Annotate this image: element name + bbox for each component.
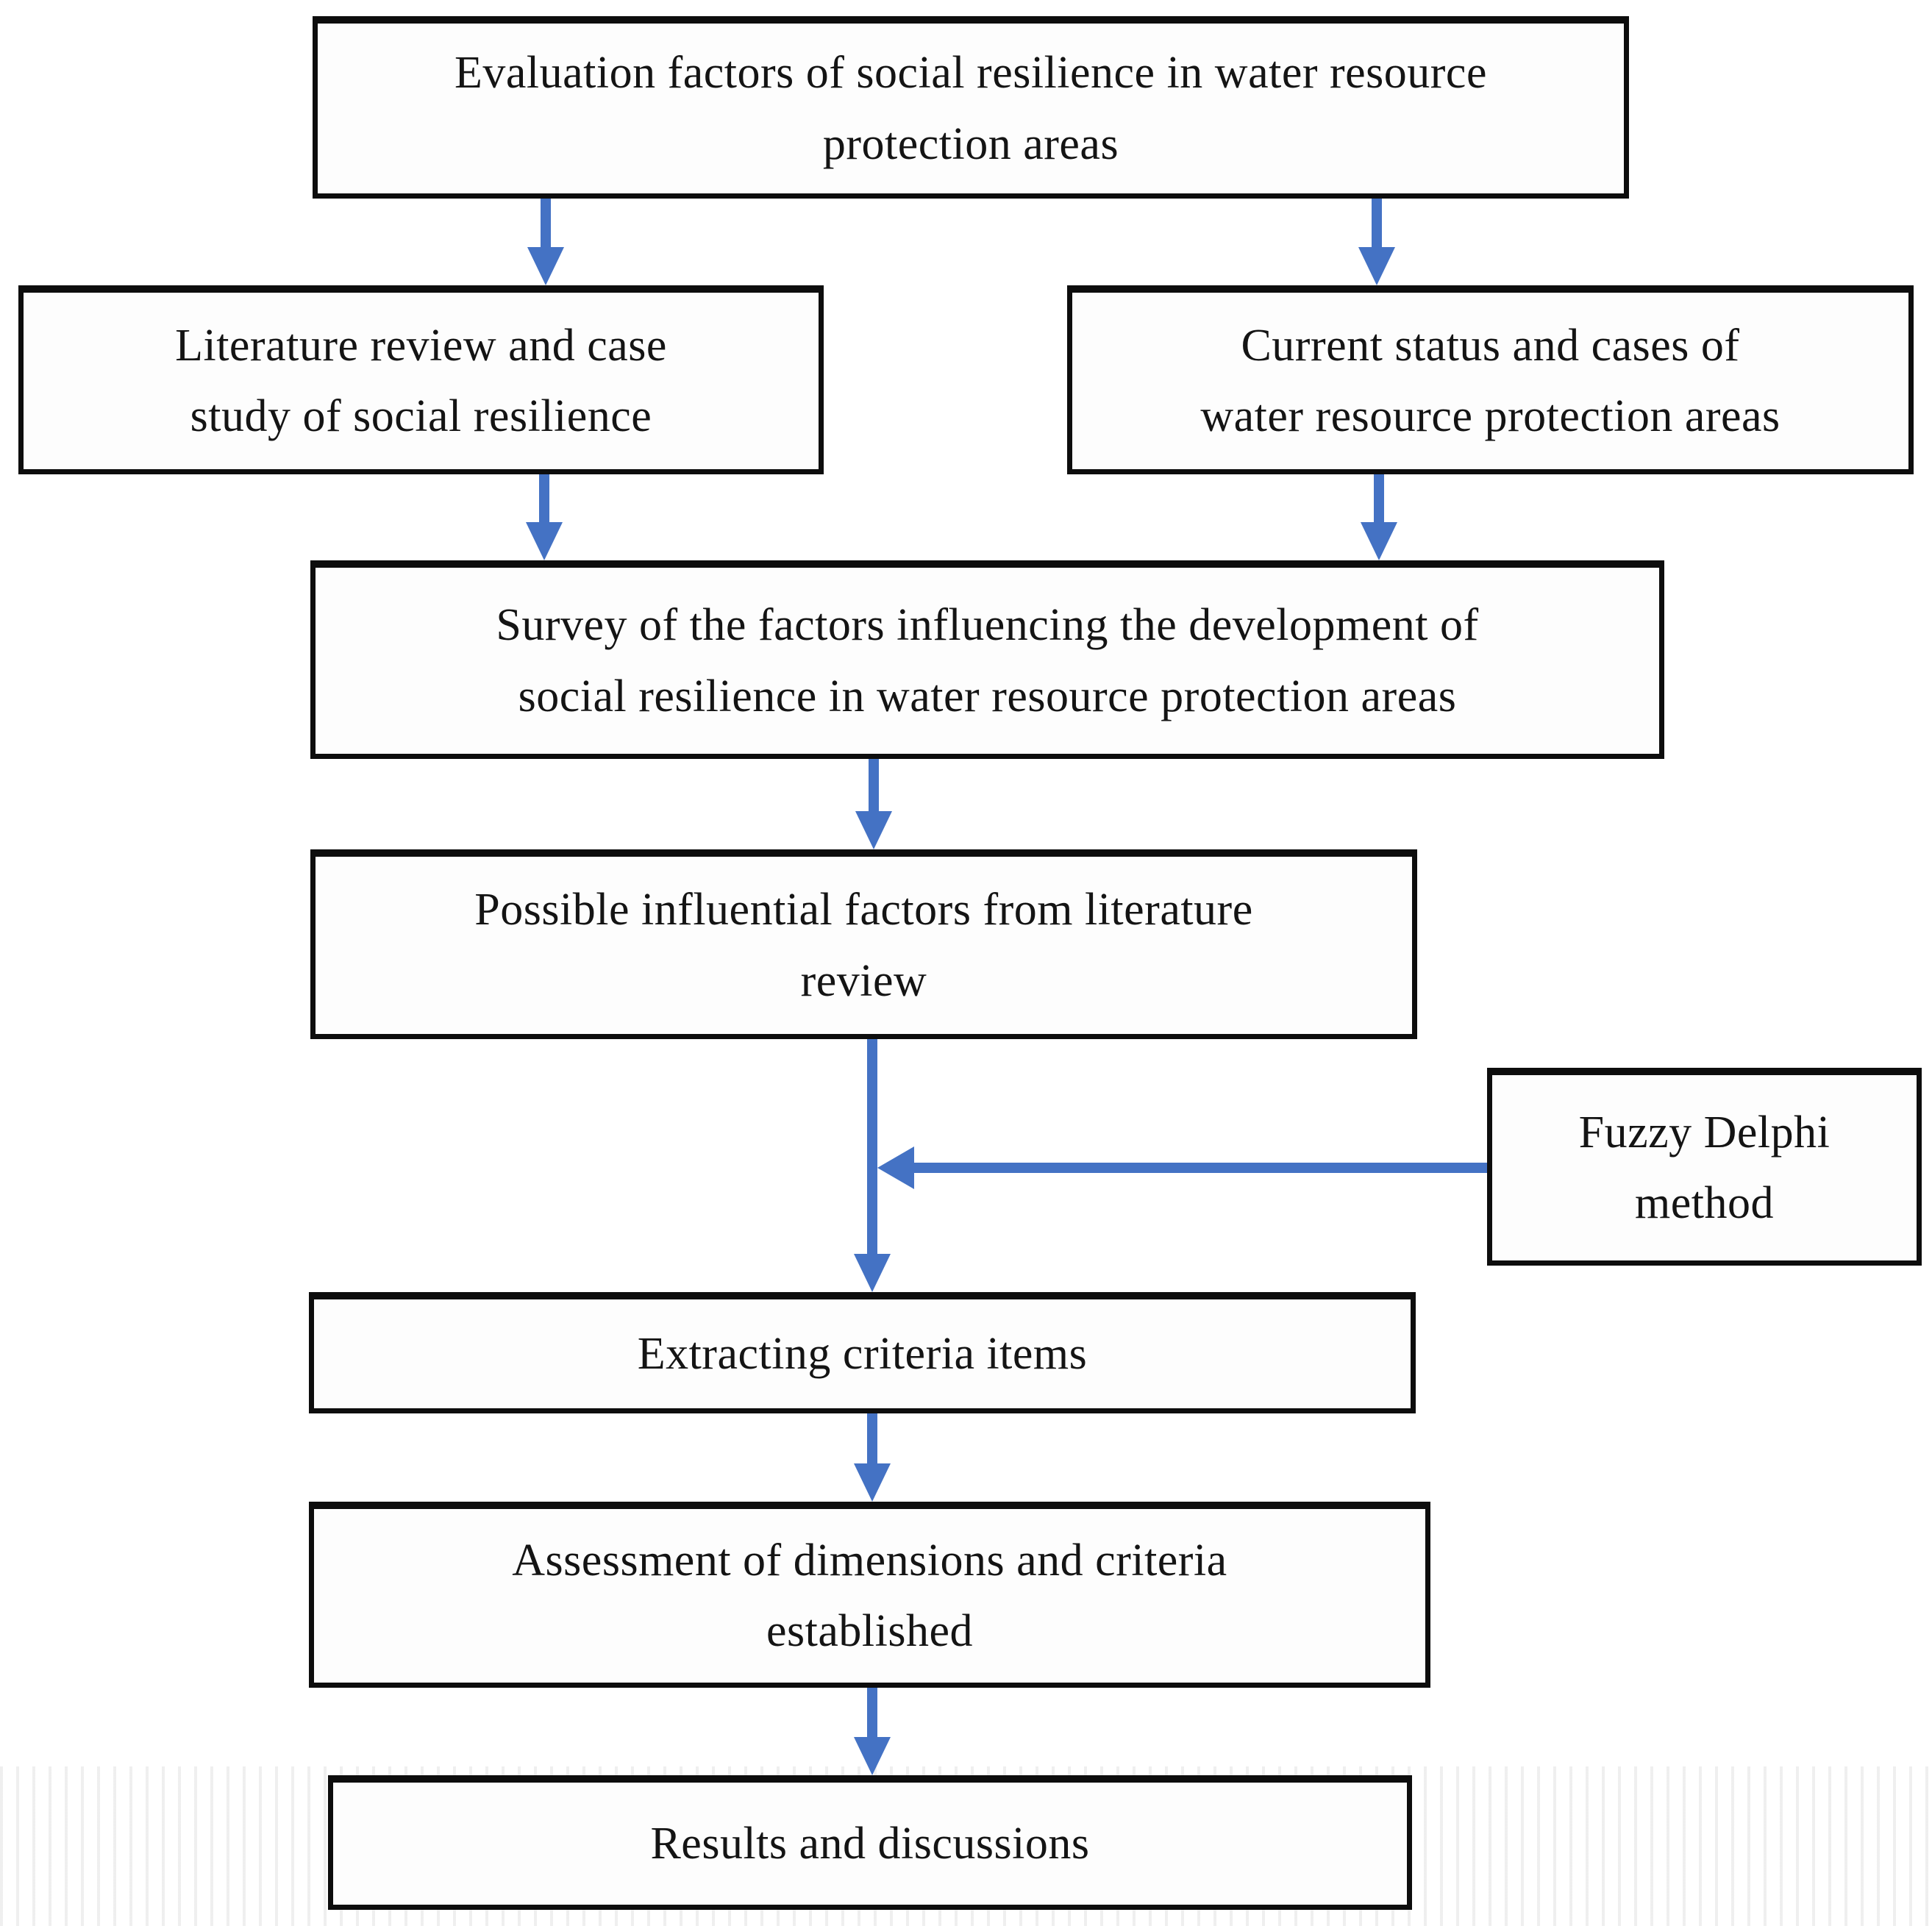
arrow-down-head [854,1254,891,1292]
node-assessment-dimensions: Assessment of dimensions and criteria es… [309,1502,1430,1688]
arrow-shaft [541,199,551,252]
node-evaluation-factors-label: Evaluation factors of social resilience … [455,48,1487,169]
arrow-evaluation-to-current-status [1358,199,1395,285]
arrow-down-head [1358,247,1395,285]
node-possible-factors-label: Possible influential factors from litera… [474,885,1253,1006]
arrow-down-head [527,247,564,285]
node-survey-factors: Survey of the factors influencing the de… [310,560,1664,759]
arrow-shaft [1374,474,1384,527]
arrow-down-head [854,1463,891,1502]
arrow-shaft [869,759,879,816]
arrow-current-status-to-survey [1361,474,1397,560]
arrow-extracting-to-assessment [854,1413,891,1502]
node-survey-factors-label: Survey of the factors influencing the de… [496,600,1479,721]
arrow-literature-to-survey [526,474,563,560]
arrow-down-head [855,811,892,849]
arrow-survey-to-possible-factors [855,759,892,849]
node-evaluation-factors: Evaluation factors of social resilience … [313,16,1629,199]
arrow-shaft [867,1413,877,1468]
node-fuzzy-delphi: Fuzzy Delphi method [1487,1068,1922,1266]
node-possible-factors: Possible influential factors from litera… [310,849,1417,1039]
arrow-left-head [877,1146,914,1189]
node-current-status: Current status and cases of water resour… [1067,285,1914,474]
node-literature-review-label: Literature review and case study of soci… [175,320,667,441]
arrow-shaft [539,474,549,527]
arrow-shaft [867,1039,877,1258]
node-extracting-criteria-label: Extracting criteria items [637,1328,1088,1379]
arrow-fuzzy-delphi-to-flow [877,1141,1487,1195]
arrow-shaft [867,1688,877,1741]
node-assessment-dimensions-label: Assessment of dimensions and criteria es… [512,1535,1227,1656]
node-fuzzy-delphi-label: Fuzzy Delphi method [1578,1107,1831,1228]
node-results-discussions: Results and discussions [328,1775,1412,1910]
node-extracting-criteria: Extracting criteria items [309,1292,1416,1413]
arrow-down-head [526,522,563,560]
arrow-shaft [1372,199,1382,252]
node-literature-review: Literature review and case study of soci… [18,285,824,474]
arrow-down-head [854,1737,891,1775]
arrow-shaft [913,1163,1487,1173]
node-results-discussions-label: Results and discussions [650,1818,1090,1869]
arrow-evaluation-to-literature [527,199,564,285]
node-current-status-label: Current status and cases of water resour… [1200,320,1780,441]
arrow-assessment-to-results [854,1688,891,1775]
arrow-possible-factors-to-extracting [854,1039,891,1292]
arrow-down-head [1361,522,1397,560]
